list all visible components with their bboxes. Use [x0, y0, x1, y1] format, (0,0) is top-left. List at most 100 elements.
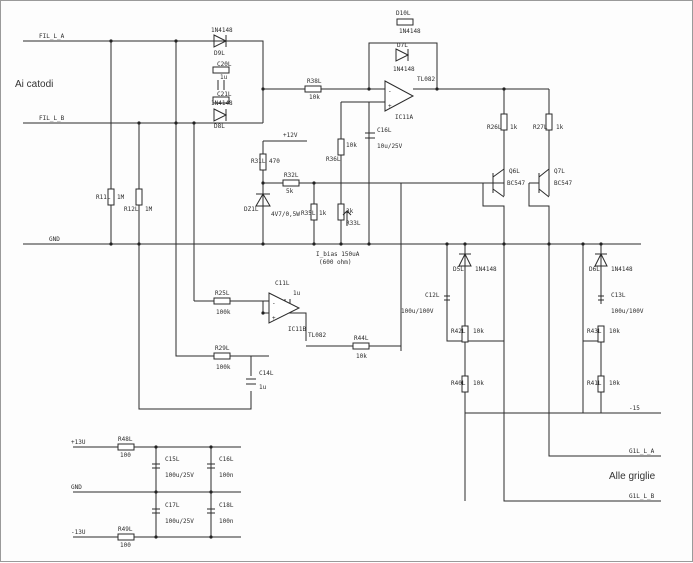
lbl-r11l: R11L — [96, 194, 111, 201]
lbl-r48l: R48L — [118, 436, 133, 443]
lbl-r44l-v: 10k — [356, 353, 367, 360]
lbl-c15l: C15L — [165, 456, 180, 463]
lbl-r38l: R38L — [307, 78, 322, 85]
label-bias: I_bias 150uA — [316, 251, 360, 258]
lbl-ic11b: IC11B — [288, 326, 306, 333]
label-cathodes: Ai catodi — [15, 79, 53, 90]
op-amps: - + - + — [268, 80, 415, 324]
lbl-c20l-v: 1u — [220, 74, 228, 81]
lbl-d10l: D10L — [396, 10, 411, 17]
lbl-r36l-v: 10k — [346, 142, 357, 149]
svg-text:+: + — [388, 103, 392, 110]
junctions — [109, 39, 603, 539]
lbl-r40l: R40L — [451, 380, 466, 387]
lbl-r33l: R33L — [346, 220, 361, 227]
lbl-r29l-v: 100k — [216, 364, 231, 371]
vertical-resistors — [107, 113, 605, 393]
svg-text:+: + — [272, 315, 276, 322]
bias-source-marker — [342, 210, 352, 226]
net-fil-b: FIL_L_B — [39, 115, 65, 122]
lbl-q6l: Q6L — [509, 168, 520, 175]
net-plus13: +13U — [71, 439, 86, 446]
lbl-d5l-v: 1N4148 — [475, 266, 497, 273]
lbl-r43l: R43L — [587, 328, 602, 335]
lbl-c21l: C21L — [217, 91, 232, 98]
lbl-d10l-v: 1N4148 — [399, 28, 421, 35]
net-g1b: G1L_L_B — [629, 493, 655, 500]
lbl-r49l-v: 100 — [120, 542, 131, 549]
lbl-d9l-v: 1N4148 — [211, 27, 233, 34]
lbl-r41l-v: 10k — [609, 380, 620, 387]
lbl-d8l-v: 1N4148 — [211, 100, 233, 107]
lbl-r26l-v: 1k — [510, 124, 518, 131]
lbl-r49l: R49L — [118, 526, 133, 533]
lbl-r32l-v: 5k — [286, 188, 294, 195]
lbl-ic11a: IC11A — [395, 114, 413, 121]
label-grids: Alle griglie — [609, 471, 656, 482]
svg-text:-: - — [272, 300, 276, 307]
lbl-r11l-v: 1M — [117, 194, 125, 201]
lbl-c14l: C14L — [259, 370, 274, 377]
net-fil-a: FIL_L_A — [39, 33, 65, 40]
lbl-c13l-v: 100u/100V — [611, 308, 644, 315]
lbl-c16l: C16L — [377, 127, 392, 134]
lbl-d6l: D6L — [589, 266, 600, 273]
lbl-r25l: R25L — [215, 290, 230, 297]
net-minus13: -13U — [71, 529, 86, 536]
component-labels: 1N4148 D9L C20L 1u C21L 1N4148 D8L D10L … — [96, 10, 644, 549]
lbl-r31l: R31L — [251, 158, 266, 165]
lbl-q7l: Q7L — [554, 168, 565, 175]
lbl-r48l-v: 100 — [120, 452, 131, 459]
label-bias-ohm: (600 ohm) — [319, 259, 352, 266]
lbl-r12l: R12L — [124, 206, 139, 213]
lbl-d8l: D8L — [214, 123, 225, 130]
lbl-r27l-v: 1k — [556, 124, 564, 131]
lbl-r12l-v: 1M — [145, 206, 153, 213]
lbl-r35l: R35L — [301, 210, 316, 217]
lbl-r25l-v: 100k — [216, 309, 231, 316]
wires — [23, 40, 661, 538]
lbl-r44l: R44L — [354, 335, 369, 342]
lbl-ic11a-part: TL082 — [417, 76, 435, 83]
transistors — [483, 168, 550, 198]
lbl-q6l-v: BC547 — [507, 180, 525, 187]
lbl-q7l-v: BC547 — [554, 180, 572, 187]
lbl-r42l: R42L — [451, 328, 466, 335]
lbl-r29l: R29L — [215, 345, 230, 352]
lbl-c12l-v: 100u/100V — [401, 308, 434, 315]
lbl-r43l-v: 10k — [609, 328, 620, 335]
lbl-r39l-v: 3k — [346, 208, 354, 215]
lbl-c18l: C18L — [219, 502, 234, 509]
lbl-d6l-v: 1N4148 — [611, 266, 633, 273]
net-labels: FIL_L_A FIL_L_B GND +12V -15 G1L_L_A G1L… — [39, 33, 655, 536]
horizontal-resistors — [117, 18, 414, 541]
net-minus15: -15 — [629, 405, 640, 412]
net-gnd-2: GND — [71, 484, 82, 491]
net-gnd: GND — [49, 236, 60, 243]
lbl-r31l-v: 470 — [269, 158, 280, 165]
lbl-ic11b-part: TL082 — [308, 332, 326, 339]
lbl-c20l: C20L — [217, 61, 232, 68]
diodes — [213, 34, 608, 267]
lbl-dz1l: DZ1L — [244, 206, 259, 213]
lbl-c18l-v: 100n — [219, 518, 234, 525]
svg-text:-: - — [388, 88, 392, 95]
lbl-r27l: R27L — [533, 124, 548, 131]
lbl-r26l: R26L — [487, 124, 502, 131]
lbl-c13l: C13L — [611, 292, 626, 299]
lbl-r40l-v: 10k — [473, 380, 484, 387]
lbl-r41l: R41L — [587, 380, 602, 387]
lbl-d7l: D7L — [397, 42, 408, 49]
lbl-r35l-v: 1k — [319, 210, 327, 217]
lbl-c17l-v: 100u/25V — [165, 518, 194, 525]
lbl-r42l-v: 10k — [473, 328, 484, 335]
lbl-c14l-v: 1u — [259, 384, 267, 391]
lbl-c16l-v: 10u/25V — [377, 143, 403, 150]
lbl-r36l: R36L — [326, 156, 341, 163]
lbl-r38l-v: 10k — [309, 94, 320, 101]
lbl-d7l-v: 1N4148 — [393, 66, 415, 73]
lbl-c11l-v: 1u — [293, 290, 301, 297]
lbl-d9l: D9L — [214, 50, 225, 57]
